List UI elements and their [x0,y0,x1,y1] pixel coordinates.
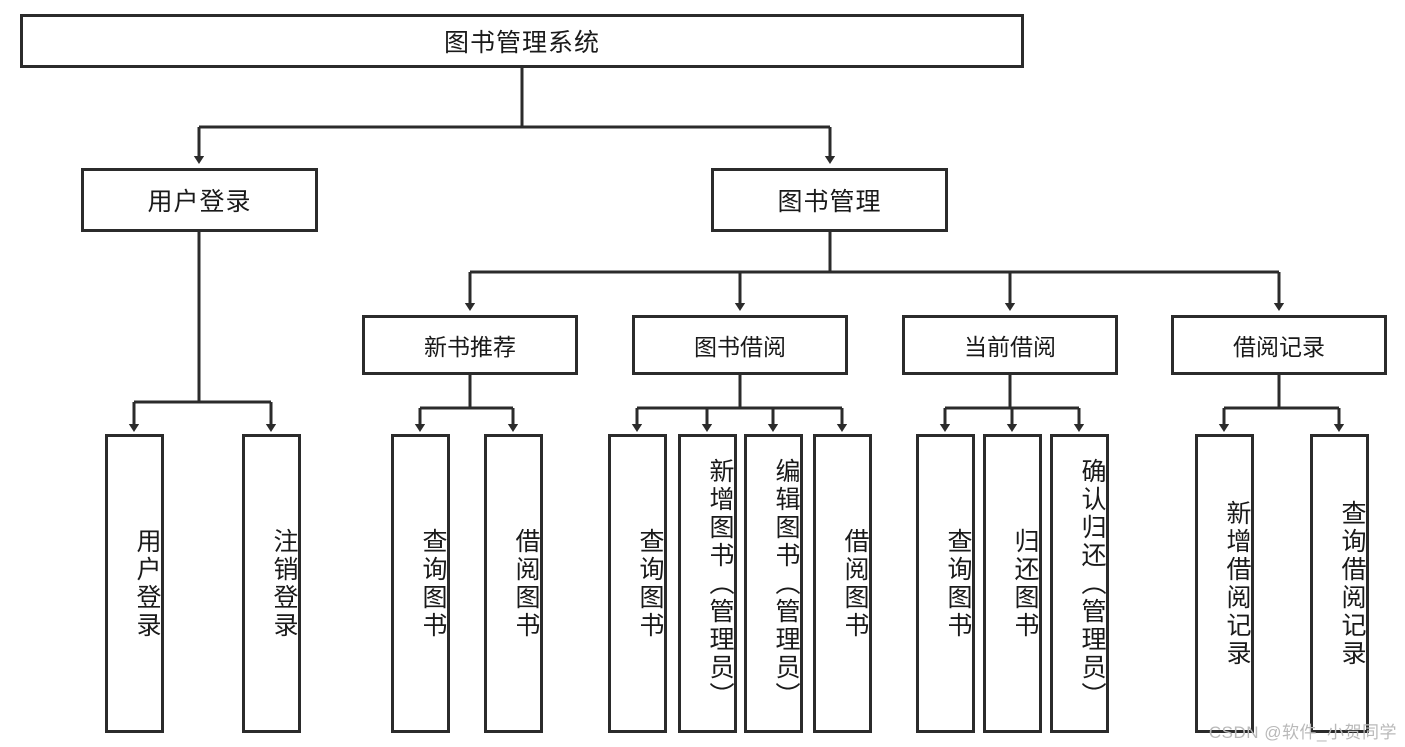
leaf-borrow-edit-book-admin[interactable]: 编辑图书（管理员） [744,434,803,733]
leaf-newbook-query-book[interactable]: 查询图书 [391,434,450,733]
leaf-record-add-record[interactable]: 新增借阅记录 [1195,434,1254,733]
leaf-borrow-add-book-admin[interactable]: 新增图书（管理员） [678,434,737,733]
leaf-record-query-record[interactable]: 查询借阅记录 [1310,434,1369,733]
leaf-current-confirm-return-admin[interactable]: 确认归还（管理员） [1050,434,1109,733]
node-new-book-recommend[interactable]: 新书推荐 [362,315,578,375]
node-book-borrow[interactable]: 图书借阅 [632,315,848,375]
node-book-management[interactable]: 图书管理 [711,168,948,232]
leaf-logout[interactable]: 注销登录 [242,434,301,733]
node-current-borrow[interactable]: 当前借阅 [902,315,1118,375]
node-borrow-record[interactable]: 借阅记录 [1171,315,1387,375]
leaf-current-return-book[interactable]: 归还图书 [983,434,1042,733]
leaf-borrow-query-book[interactable]: 查询图书 [608,434,667,733]
leaf-borrow-borrow-book[interactable]: 借阅图书 [813,434,872,733]
node-root[interactable]: 图书管理系统 [20,14,1024,68]
leaf-newbook-borrow-book[interactable]: 借阅图书 [484,434,543,733]
leaf-user-login[interactable]: 用户登录 [105,434,164,733]
watermark: CSDN @软件_小贺同学 [1208,723,1397,742]
leaf-current-query-book[interactable]: 查询图书 [916,434,975,733]
node-user-login[interactable]: 用户登录 [81,168,318,232]
